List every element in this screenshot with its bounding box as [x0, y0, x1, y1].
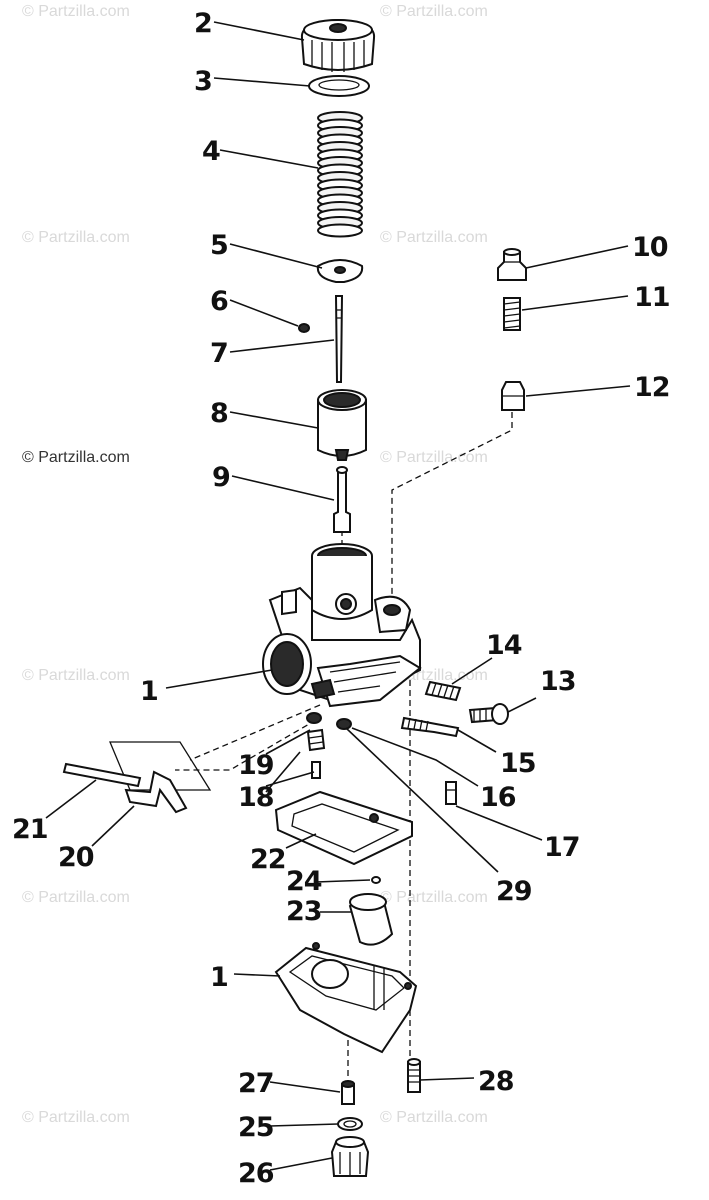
part-13-idle-screw — [468, 703, 509, 725]
watermarks: © Partzilla.com © Partzilla.com © Partzi… — [22, 3, 488, 1126]
callout-24: 24 — [286, 866, 322, 897]
callout-17: 17 — [544, 832, 580, 863]
callout-22: 22 — [250, 844, 286, 875]
part-3-cap-gasket — [308, 75, 370, 97]
watermark-text: © Partzilla.com — [22, 229, 130, 246]
callout-19: 19 — [238, 750, 274, 781]
watermark-text-dark: © Partzilla.com — [22, 449, 130, 466]
part-9-needle-jet — [333, 466, 351, 533]
watermark-text: © Partzilla.com — [380, 889, 488, 906]
watermark-text: © Partzilla.com — [22, 667, 130, 684]
callout-9: 9 — [212, 462, 230, 493]
callout-27: 27 — [238, 1068, 274, 1099]
callout-18: 18 — [238, 782, 274, 813]
part-17-air-jet — [445, 781, 457, 805]
callout-4: 4 — [202, 136, 220, 167]
callout-21: 21 — [12, 814, 48, 845]
callout-15: 15 — [500, 748, 536, 779]
part-4-throttle-spring — [317, 111, 364, 238]
part-10-pilot-screw-fitting — [497, 248, 527, 281]
callout-6: 6 — [210, 286, 228, 317]
watermark-text: © Partzilla.com — [22, 3, 130, 20]
part-1-float-bowl — [274, 942, 418, 1054]
callout-26: 26 — [238, 1158, 274, 1189]
part-20-21-float-pin-and-lever — [62, 741, 212, 814]
watermark-text: © Partzilla.com — [22, 1109, 130, 1126]
part-11-spring — [503, 297, 521, 331]
callout-25: 25 — [238, 1112, 274, 1143]
callout-20: 20 — [58, 842, 94, 873]
callout-10: 10 — [632, 232, 668, 263]
watermark-text: © Partzilla.com — [22, 889, 130, 906]
callout-11: 11 — [634, 282, 670, 313]
part-12-plunger — [501, 381, 525, 411]
part-1-carburetor-body — [262, 543, 422, 708]
callout-28: 28 — [478, 1066, 514, 1097]
watermark-text: © Partzilla.com — [380, 3, 488, 20]
callout-8: 8 — [210, 398, 228, 429]
callout-1-body: 1 — [140, 676, 158, 707]
callout-12: 12 — [634, 372, 670, 403]
part-29-plug — [336, 718, 352, 730]
part-24-float-pin-cap — [371, 876, 381, 884]
callout-labels: 2 3 4 5 6 7 8 9 10 11 12 13 14 15 16 17 … — [12, 8, 671, 1189]
watermark-text: © Partzilla.com — [380, 229, 488, 246]
callout-13: 13 — [540, 666, 576, 697]
part-18-washer — [311, 761, 321, 779]
callout-29: 29 — [496, 876, 532, 907]
part-8-throttle-valve — [317, 389, 367, 461]
callout-23: 23 — [286, 896, 322, 927]
watermark-text: © Partzilla.com — [380, 1109, 488, 1126]
callout-16: 16 — [480, 782, 516, 813]
part-28-bowl-screw — [407, 1058, 421, 1093]
spring-coil — [317, 223, 363, 238]
callout-7: 7 — [210, 338, 228, 369]
part-5-retainer-plate — [316, 259, 364, 283]
part-23-float — [348, 893, 394, 946]
leader-lines — [45, 21, 631, 1171]
part-7-jet-needle — [334, 295, 344, 383]
part-15-pilot-screw — [400, 716, 460, 738]
callout-3: 3 — [194, 66, 212, 97]
part-14-idle-spring — [424, 680, 462, 702]
callout-14: 14 — [486, 630, 522, 661]
part-26-drain-plug — [330, 1136, 370, 1177]
callout-1-bowl: 1 — [210, 962, 228, 993]
callout-2: 2 — [194, 8, 212, 39]
callout-5: 5 — [210, 230, 228, 261]
part-22-float-bowl-gasket — [274, 790, 413, 866]
part-19-pilot-jet — [306, 712, 326, 752]
part-2-top-cap — [300, 18, 376, 72]
part-25-o-ring — [337, 1117, 363, 1131]
watermark-text: © Partzilla.com — [380, 449, 488, 466]
part-6-needle-clip — [298, 323, 310, 333]
part-27-main-jet — [341, 1080, 355, 1105]
